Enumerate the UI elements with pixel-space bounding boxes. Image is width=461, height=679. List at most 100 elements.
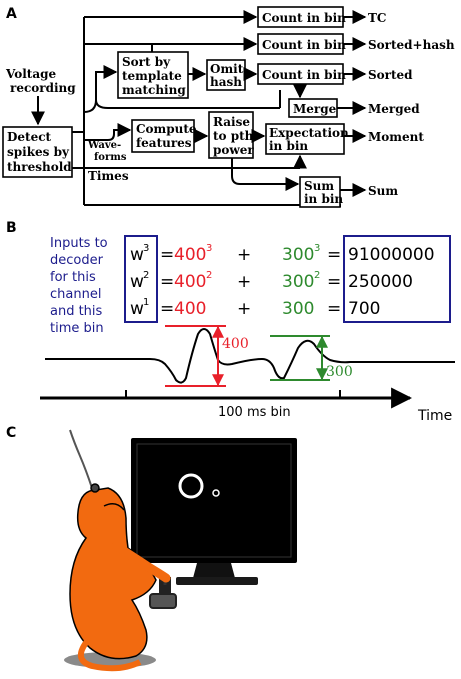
expectation-in-bin-box: Expectation in bin — [265, 123, 349, 155]
count-hash-label: Count in bin — [262, 38, 346, 52]
result-value: 250000 — [348, 272, 413, 292]
sort-line3: matching — [122, 83, 186, 97]
red-value: 400 — [174, 299, 206, 319]
joystick-base — [149, 593, 177, 609]
omit-hash-box: Omit hash — [206, 59, 246, 91]
count-in-bin-sorted-box: Count in bin — [257, 63, 346, 85]
output-moment: Moment — [368, 130, 424, 144]
monitor-screen — [136, 443, 292, 558]
sum-line1: Sum — [304, 179, 334, 193]
equation-row-2: w 2 = 400 2 + 300 2 = 250000 — [130, 270, 413, 292]
green-amplitude-label: 300 — [326, 364, 353, 380]
green-value: 300 — [282, 272, 314, 292]
output-tc: TC — [368, 11, 386, 25]
decoder-inputs-caption: Inputs to decoder for this channel and t… — [50, 236, 108, 336]
monitor-neck — [193, 563, 235, 578]
monkey-tail — [78, 638, 142, 672]
raise-to-power-box: Raise to pth power — [208, 111, 254, 159]
green-exponent: 2 — [314, 270, 320, 281]
raise-line2: to pth — [213, 129, 254, 143]
plus-sign: + — [237, 245, 251, 265]
equals-sign: = — [327, 245, 341, 265]
headstage-connector — [90, 483, 100, 493]
equation-row-3: w 3 = 400 3 + 300 3 = 91000000 — [130, 243, 435, 265]
result-value: 91000000 — [348, 245, 435, 265]
bin-label: 100 ms bin — [218, 405, 291, 420]
equation-row-1: w 1 = 400 + 300 = 700 — [130, 297, 380, 319]
w-symbol: w — [130, 245, 144, 265]
caption-line5: and this — [50, 304, 103, 319]
omit-line1: Omit — [210, 62, 244, 76]
headstage-cable — [69, 429, 93, 489]
sort-by-template-box: Sort by template matching — [117, 51, 189, 99]
results-box — [343, 235, 451, 323]
result-value: 700 — [348, 299, 380, 319]
caption-line2: decoder — [50, 253, 104, 268]
waveforms-line2: forms — [94, 152, 127, 163]
equals-sign: = — [160, 272, 174, 292]
caption-line3: for this — [50, 270, 96, 285]
red-amplitude-label: 400 — [222, 336, 249, 352]
equals-sign: = — [327, 299, 341, 319]
compute-line2: features — [136, 136, 192, 150]
caption-line6: time bin — [50, 321, 104, 336]
compute-line1: Compute — [136, 122, 197, 136]
green-value: 300 — [282, 299, 314, 319]
count-sorted-label: Count in bin — [262, 68, 346, 82]
detect-line1: Detect — [7, 130, 52, 144]
raise-line1: Raise — [213, 115, 250, 129]
green-value: 300 — [282, 245, 314, 265]
detect-line2: spikes by — [7, 145, 70, 159]
red-exponent: 2 — [206, 270, 212, 281]
raise-line3: power — [213, 143, 254, 157]
equals-sign: = — [327, 272, 341, 292]
sort-to-merge-line — [95, 99, 280, 109]
omit-line2: hash — [210, 75, 242, 89]
panel-label-a: A — [6, 6, 17, 22]
red-value: 400 — [174, 272, 206, 292]
w-exponent: 1 — [143, 297, 149, 308]
sort-line1: Sort by — [122, 55, 171, 69]
monitor — [131, 438, 297, 585]
merge-label: Merge — [293, 102, 337, 116]
count-in-bin-hash-box: Count in bin — [257, 33, 346, 55]
caption-line1: Inputs to — [50, 236, 108, 251]
expect-line2: in bin — [269, 139, 308, 153]
target-ring — [178, 473, 204, 499]
times-label: Times — [88, 169, 129, 183]
sum-line2: in bin — [304, 192, 343, 206]
arrow-to-compute — [84, 123, 132, 141]
equals-sign: = — [160, 299, 174, 319]
voltage-trace — [45, 328, 455, 384]
time-axis-label: Time — [417, 408, 452, 424]
plus-sign: + — [237, 299, 251, 319]
red-value: 400 — [174, 245, 206, 265]
expect-line1: Expectation — [269, 126, 349, 140]
compute-features-box: Compute features — [131, 119, 197, 153]
monkey — [64, 483, 171, 672]
w-symbol: w — [130, 272, 144, 292]
count-in-bin-tc-box: Count in bin — [257, 6, 346, 28]
w-exponent: 3 — [143, 243, 149, 254]
count-tc-label: Count in bin — [262, 11, 346, 25]
input-label-line2: recording — [10, 81, 76, 95]
w-exponent: 2 — [143, 270, 149, 281]
plus-sign: + — [237, 272, 251, 292]
panel-label-b: B — [6, 220, 17, 236]
output-sorted: Sorted — [368, 68, 413, 82]
red-exponent: 3 — [206, 243, 212, 254]
monkey-arm — [111, 541, 171, 583]
w-symbol: w — [130, 299, 144, 319]
green-exponent: 3 — [314, 243, 320, 254]
caption-line4: channel — [50, 287, 101, 302]
waveforms-line1: Wave- — [87, 140, 121, 151]
panel-label-c: C — [6, 425, 16, 441]
output-sorted-hash: Sorted+hash — [368, 38, 455, 52]
sum-in-bin-box: Sum in bin — [299, 176, 343, 208]
monkey-body — [69, 487, 157, 660]
monkey-face — [103, 503, 125, 511]
cursor-dot — [212, 489, 220, 497]
arrow-raise-to-sum — [231, 158, 300, 191]
